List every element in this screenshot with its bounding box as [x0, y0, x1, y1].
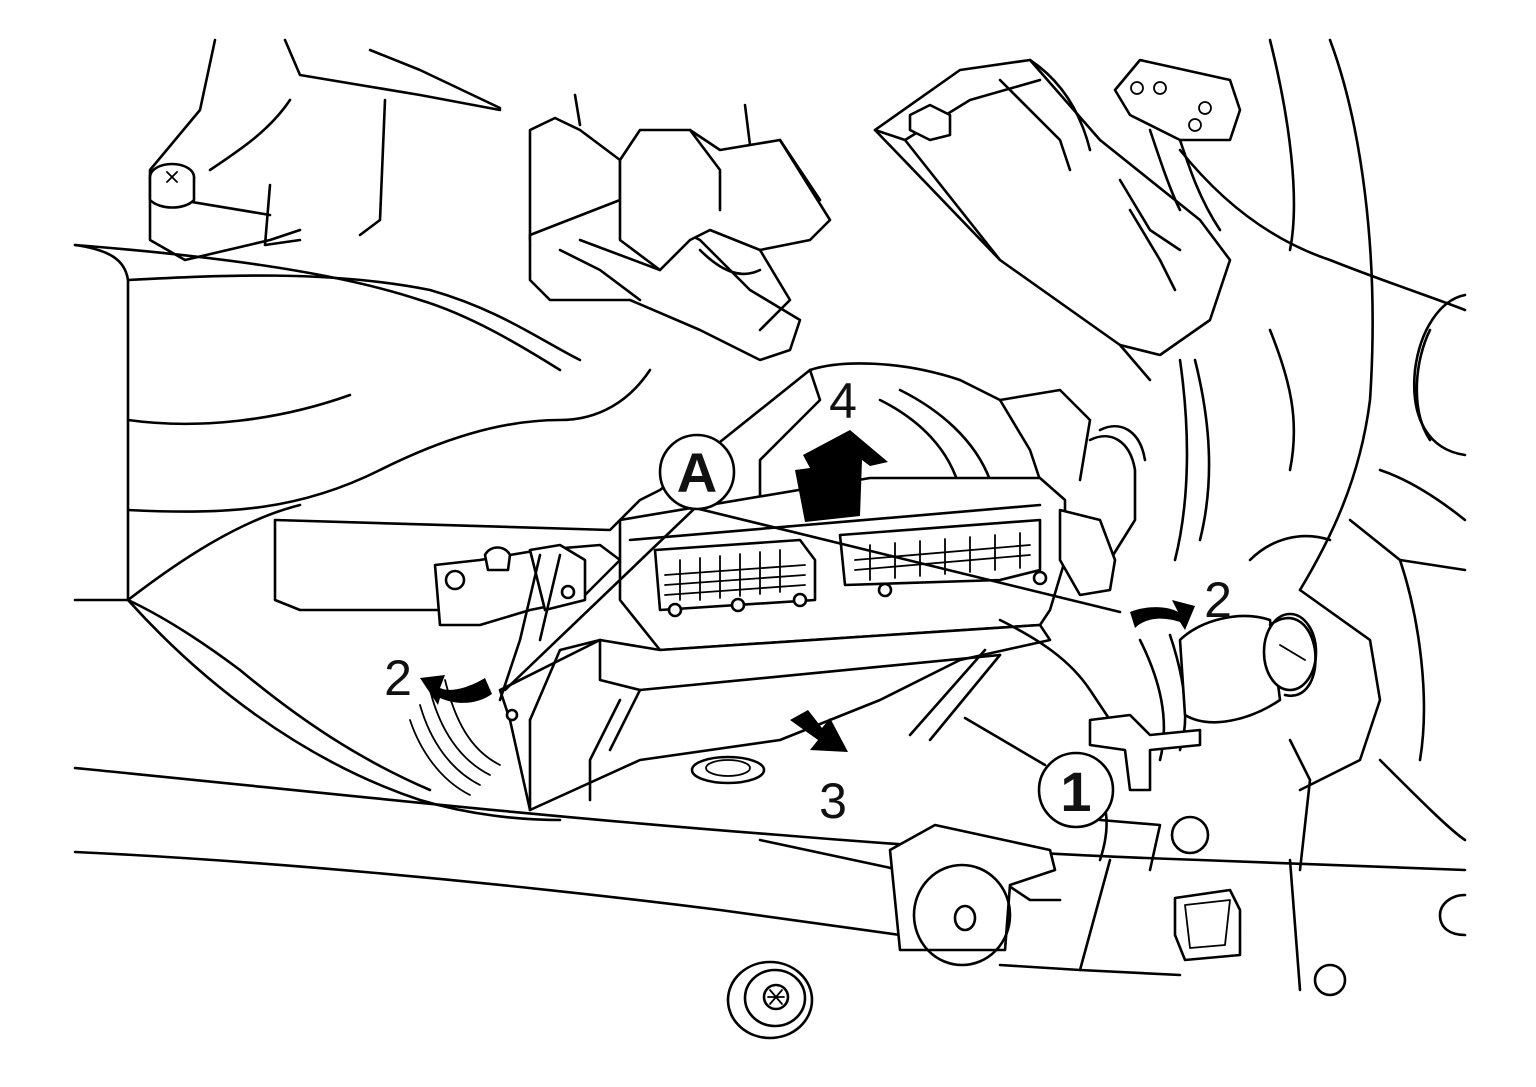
step-2-right-label: 2 — [1204, 572, 1232, 628]
right-harness-and-bolt — [998, 424, 1467, 997]
step-2-right-curved-arrow — [1130, 600, 1195, 630]
step-3-down-arrow — [790, 710, 848, 752]
step-4-label: 4 — [829, 373, 857, 429]
ground-bolt — [726, 960, 814, 1040]
leader-lines — [503, 506, 1122, 767]
upper-connector-right — [873, 58, 1242, 382]
callout-1: 1 — [1037, 751, 1115, 829]
lower-bracket — [888, 778, 1182, 977]
step-4-up-arrow — [795, 430, 888, 522]
ecm-unit — [273, 362, 1092, 812]
upper-connector-left — [528, 93, 832, 362]
step-3-label: 3 — [819, 773, 847, 829]
step-2-left-label: 2 — [384, 650, 412, 706]
step-2-left-curved-arrow — [420, 675, 492, 705]
callout-a-label: A — [677, 441, 717, 504]
ecm-connector-pins — [664, 532, 1031, 601]
callout-a: A — [658, 433, 736, 511]
callout-1-label: 1 — [1060, 760, 1091, 823]
vehicle-body-structure — [73, 38, 1467, 937]
